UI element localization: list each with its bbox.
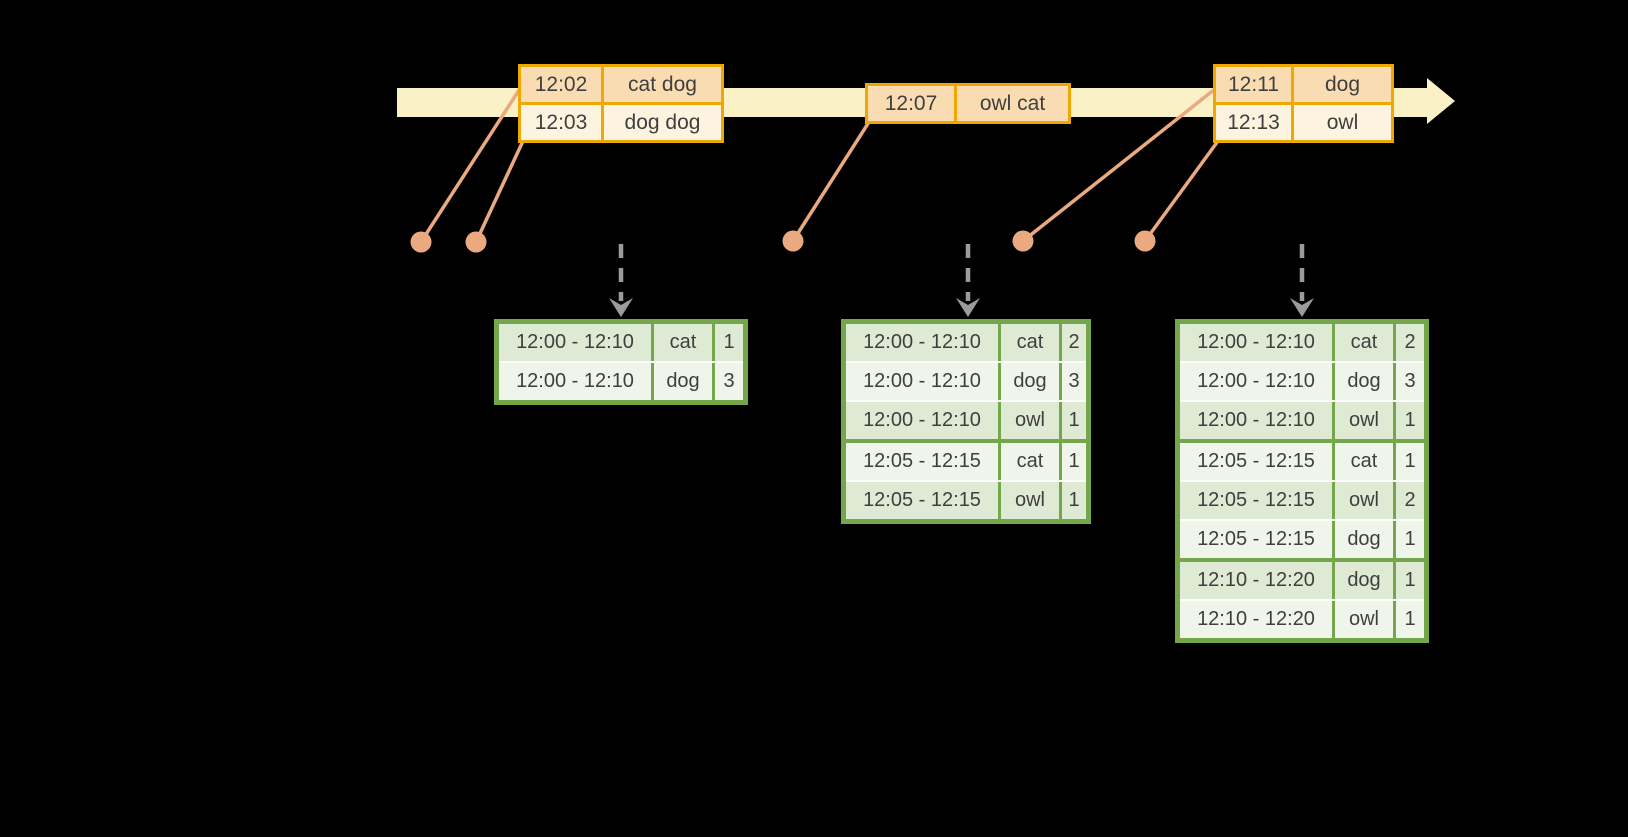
connector-line [1021,87,1217,243]
word-cell: dog [1332,521,1393,558]
window-cell: 12:00 - 12:10 [499,363,651,400]
count-cell: 1 [1393,402,1424,439]
connector-line [1143,139,1220,243]
word-cell: dog [1332,562,1393,599]
event-box-1207: 12:07 owl cat [865,83,1071,124]
window-cell: 12:05 - 12:15 [1180,521,1332,558]
trigger-arrow-head [609,298,633,317]
word-cell: cat [1332,443,1393,480]
event-time: 12:13 [1216,105,1294,140]
count-cell: 1 [1393,562,1424,599]
count-cell: 2 [1059,324,1086,361]
connector-line [419,86,523,243]
window-cell: 12:05 - 12:15 [846,482,998,519]
event-box-1202-1203: 12:02 cat dog 12:03 dog dog [518,64,724,143]
event-box-1211-1213: 12:11 dog 12:13 owl [1213,64,1394,143]
event-dot [782,230,804,252]
event-dot [465,231,487,253]
window-cell: 12:00 - 12:10 [846,402,998,439]
connector-line [791,121,871,242]
word-cell: cat [998,324,1059,361]
window-cell: 12:00 - 12:10 [846,363,998,400]
event-words: cat dog [604,67,721,102]
event-row: 12:02 cat dog [521,67,721,102]
event-time: 12:07 [868,86,957,121]
window-cell: 12:00 - 12:10 [1180,402,1332,439]
trigger-arrow-head [1290,298,1314,317]
event-row: 12:11 dog [1216,67,1391,102]
count-cell: 3 [1393,363,1424,400]
count-cell: 1 [1393,443,1424,480]
window-cell: 12:00 - 12:10 [499,324,651,361]
word-cell: cat [651,324,712,361]
count-cell: 1 [1393,601,1424,638]
word-cell: dog [1332,363,1393,400]
window-cell: 12:05 - 12:15 [846,443,998,480]
count-cell: 1 [712,324,743,361]
event-words: owl [1294,105,1391,140]
window-cell: 12:00 - 12:10 [1180,324,1332,361]
event-time: 12:02 [521,67,604,102]
count-cell: 1 [1393,521,1424,558]
trigger-arrow-head [956,298,980,317]
event-dot [1012,230,1034,252]
count-cell: 2 [1393,324,1424,361]
event-words: dog dog [604,105,721,140]
count-cell: 1 [1059,482,1086,519]
event-words: dog [1294,67,1391,102]
window-cell: 12:10 - 12:20 [1180,601,1332,638]
window-cell: 12:00 - 12:10 [1180,363,1332,400]
word-cell: owl [998,482,1059,519]
window-cell: 12:05 - 12:15 [1180,443,1332,480]
event-time: 12:11 [1216,67,1294,102]
word-cell: cat [1332,324,1393,361]
event-words: owl cat [957,86,1068,121]
window-cell: 12:00 - 12:10 [846,324,998,361]
word-cell: dog [651,363,712,400]
count-cell: 1 [1059,402,1086,439]
connector-line [474,140,525,243]
word-cell: owl [998,402,1059,439]
event-row: 12:13 owl [1216,102,1391,140]
count-cell: 3 [712,363,743,400]
word-cell: owl [1332,402,1393,439]
event-row: 12:03 dog dog [521,102,721,140]
word-cell: dog [998,363,1059,400]
word-cell: owl [1332,601,1393,638]
word-cell: cat [998,443,1059,480]
window-cell: 12:10 - 12:20 [1180,562,1332,599]
event-time: 12:03 [521,105,604,140]
count-cell: 2 [1393,482,1424,519]
event-dot [410,231,432,253]
event-row: 12:07 owl cat [868,86,1068,121]
word-cell: owl [1332,482,1393,519]
event-dot [1134,230,1156,252]
count-cell: 3 [1059,363,1086,400]
window-cell: 12:05 - 12:15 [1180,482,1332,519]
count-cell: 1 [1059,443,1086,480]
